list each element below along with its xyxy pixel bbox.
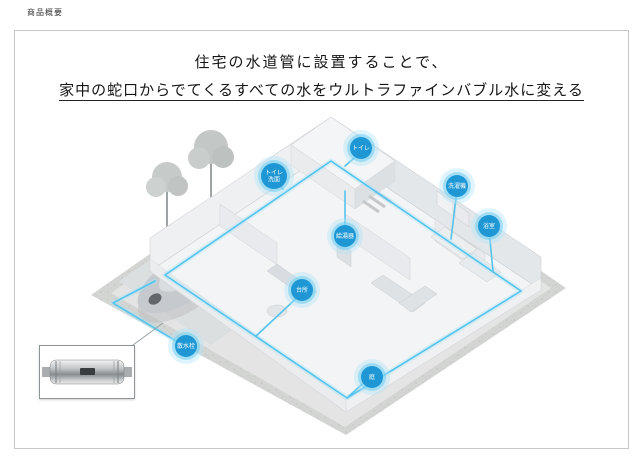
location-badge: トイレ [343,130,379,166]
badge-label: トイレ洗面 [265,171,283,184]
headline-line2-text: 家中の蛇口からでてくるすべての水をウルトラファインバブル水に変える [59,83,584,101]
tree-icon [146,130,234,229]
device-logo-mark [80,368,95,375]
product-overview-panel: 住宅の水道管に設置することで、 家中の蛇口からでてくるすべての水をウルトラファイ… [14,30,629,449]
location-badge: 散水栓 [168,328,204,364]
location-badge: 給湯器 [327,218,363,254]
page-header-label: 商品概要 [27,8,63,17]
location-badge: 浴室 [471,208,507,244]
product-inset [39,345,135,399]
badge-label: 浴室 [483,222,495,230]
device-fitting-left [42,367,52,377]
ufb-device-illustration [42,359,132,385]
badge-label: 庭 [369,373,375,381]
location-badge: トイレ洗面 [254,156,294,196]
badge-label: 台所 [296,286,308,294]
location-badge: 洗濯機 [439,168,475,204]
house-walls [149,116,542,413]
badge-label: 洗濯機 [448,182,466,190]
headline-line1: 住宅の水道管に設置することで、 [194,55,449,71]
location-badge: 台所 [284,272,320,308]
product-callout-line [132,322,164,346]
location-badge: 庭 [354,359,390,395]
headline-line2: 家中の蛇口からでてくるすべての水をウルトラファインバブル水に変える [15,79,628,101]
badge-label: トイレ [352,146,370,152]
badge-label: 給湯器 [336,232,354,240]
device-fitting-right [122,367,132,377]
badge-label: 散水栓 [177,342,195,350]
headline: 住宅の水道管に設置することで、 家中の蛇口からでてくるすべての水をウルトラファイ… [15,51,628,101]
